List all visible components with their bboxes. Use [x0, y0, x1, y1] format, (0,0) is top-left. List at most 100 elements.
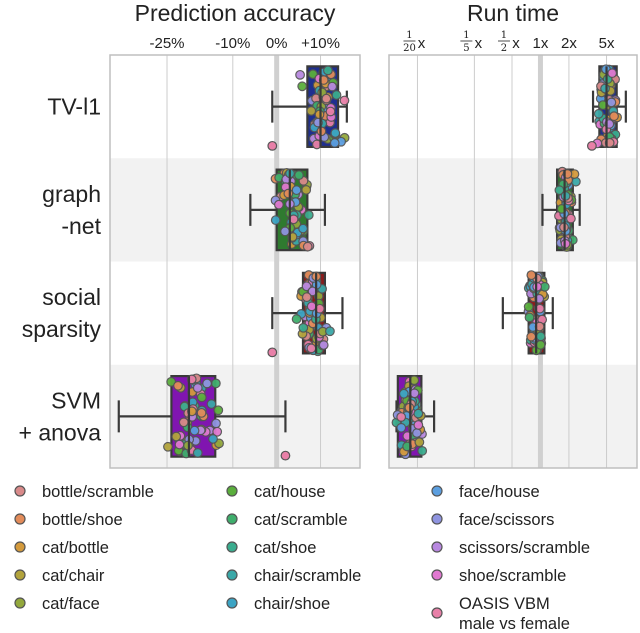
data-point [211, 418, 221, 429]
data-point [339, 95, 350, 106]
data-point [301, 292, 312, 303]
data-point [413, 420, 424, 430]
legend-marker [226, 513, 238, 525]
legend-marker [226, 485, 238, 497]
legend-marker [431, 607, 443, 619]
data-point [306, 343, 317, 354]
data-point [302, 241, 313, 252]
legend-label: cat/shoe [254, 539, 316, 557]
data-point [609, 111, 619, 122]
legend-label: OASIS VBM [459, 595, 550, 613]
legend-label: cat/face [42, 595, 100, 613]
tick-frac-num: 1 [463, 30, 469, 41]
legend-label: male vs female [459, 615, 570, 633]
data-point [196, 407, 207, 418]
outlier-point [280, 450, 291, 461]
legend-marker [226, 597, 238, 609]
tick-frac-num: 1 [406, 30, 412, 41]
data-point [192, 447, 203, 458]
legend-label: bottle/scramble [42, 483, 154, 501]
data-point [396, 422, 407, 433]
legend-label: face/scissors [459, 511, 554, 529]
tick-label: x [418, 35, 426, 52]
tick-label: x [475, 35, 483, 52]
legend-marker [431, 485, 443, 497]
tick-label: -10% [215, 35, 250, 52]
data-point [327, 81, 338, 92]
data-point [280, 226, 290, 237]
data-point [163, 441, 173, 452]
data-point [331, 90, 342, 100]
data-point [173, 380, 183, 391]
data-point [524, 312, 535, 323]
plot-frame [109, 54, 361, 469]
tick-frac-den: 20 [403, 43, 416, 54]
plot-frame [388, 54, 638, 469]
data-point [295, 69, 305, 80]
data-point [206, 399, 217, 409]
legend-marker [14, 541, 26, 553]
data-point [565, 213, 576, 224]
panel-title: Prediction accuracy [135, 0, 336, 26]
data-point [600, 83, 610, 94]
data-point [273, 199, 284, 210]
outlier-point [267, 347, 278, 358]
data-point [178, 417, 189, 428]
tick-frac-den: 2 [501, 43, 507, 54]
tick-frac-num: 1 [501, 30, 507, 41]
category-label: social [42, 284, 101, 310]
data-point [412, 428, 422, 438]
data-point [398, 388, 409, 399]
data-point [523, 301, 534, 312]
row-band [389, 158, 637, 262]
data-point [396, 412, 407, 422]
category-label: SVM [51, 387, 101, 413]
legend-label: face/house [459, 483, 540, 501]
data-point [593, 108, 604, 119]
accuracy-panel: Prediction accuracy-25%-10%0%+10%TV-l1gr… [19, 0, 361, 469]
data-point [301, 185, 312, 195]
data-point [414, 437, 425, 448]
category-label: sparsity [22, 316, 102, 342]
legend-marker [14, 485, 26, 497]
tick-label: x [512, 35, 520, 52]
legend-marker [431, 569, 443, 581]
data-point [298, 223, 308, 234]
category-label: graph [42, 181, 101, 207]
outlier-point [586, 140, 597, 151]
legend-marker [14, 569, 26, 581]
data-point [202, 378, 212, 389]
data-point [297, 81, 308, 92]
tick-label: 0% [266, 35, 288, 52]
category-label: -net [61, 213, 101, 239]
panel-title: Run time [467, 0, 559, 26]
legend-marker [226, 541, 238, 553]
data-point [210, 378, 221, 389]
category-label: TV-l1 [47, 94, 101, 120]
data-point [208, 434, 218, 444]
data-point [526, 270, 537, 281]
legend-label: chair/shoe [254, 595, 330, 613]
legend-label: cat/scramble [254, 511, 348, 529]
legend-marker [431, 513, 443, 525]
data-point [196, 392, 207, 403]
legend-label: bottle/shoe [42, 511, 123, 529]
data-point [291, 314, 302, 324]
legend-label: cat/chair [42, 567, 105, 585]
data-point [417, 445, 428, 456]
legend-label: scissors/scramble [459, 539, 590, 557]
data-point [330, 128, 341, 138]
legend-label: cat/bottle [42, 539, 109, 557]
data-point [325, 106, 336, 117]
data-point [174, 439, 185, 450]
data-point [535, 339, 546, 350]
tick-label: 2x [561, 35, 577, 52]
data-point [306, 106, 317, 116]
legend-label: cat/house [254, 483, 326, 501]
tick-label: +10% [301, 35, 340, 52]
legend: bottle/scramble bottle/shoe cat/bottle cat/… [14, 483, 590, 633]
data-point [303, 210, 314, 220]
data-point [192, 383, 203, 393]
